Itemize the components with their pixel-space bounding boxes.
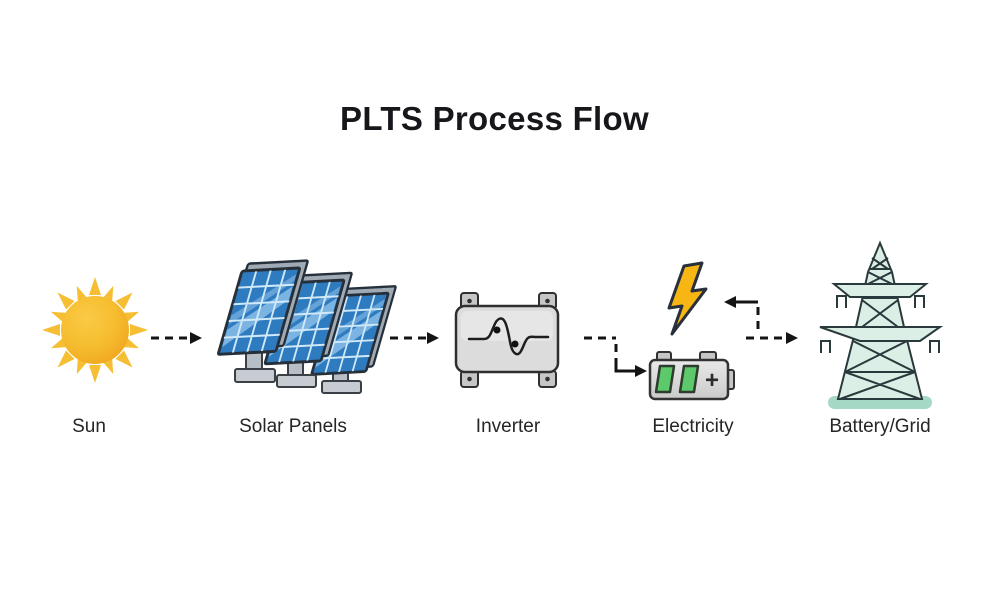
arrow-grid-return xyxy=(724,296,760,331)
transmission-tower-icon xyxy=(819,240,944,409)
arrow-electricity-to-grid xyxy=(746,332,798,344)
sun-icon xyxy=(42,277,148,383)
battery-icon: + xyxy=(648,351,735,401)
inverter-icon xyxy=(454,292,560,388)
arrow-sun-to-panels xyxy=(151,332,202,344)
sun-core xyxy=(61,296,129,364)
solar-panels-icon xyxy=(218,261,396,394)
tower-lattice xyxy=(820,257,940,400)
arrow-panels-to-inverter xyxy=(390,332,439,344)
arrow-inverter-to-electricity xyxy=(584,336,647,377)
battery-charge-bars xyxy=(654,364,700,394)
tower-structure xyxy=(819,240,944,400)
diagram-title: PLTS Process Flow xyxy=(340,100,649,137)
sine-wave xyxy=(467,317,550,356)
lightning-bolt-icon xyxy=(667,261,708,336)
node-label-solar-panels: Solar Panels xyxy=(239,416,347,437)
node-label-sun: Sun xyxy=(72,416,106,437)
node-label-inverter: Inverter xyxy=(475,416,541,437)
node-label-electricity: Electricity xyxy=(652,416,734,437)
battery-plus-sign: + xyxy=(705,367,719,394)
node-label-battery-grid: Battery/Grid xyxy=(829,416,931,437)
electricity-icon: + xyxy=(648,261,735,401)
